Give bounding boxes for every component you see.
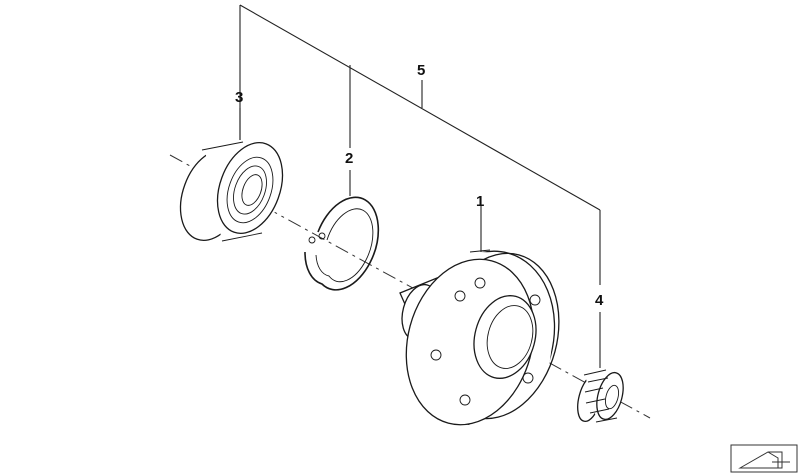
wheel-hub xyxy=(399,249,560,428)
callout-leader-lines xyxy=(239,4,601,368)
next-page-arrow-icon[interactable] xyxy=(730,444,798,473)
callout-label-2: 2 xyxy=(345,150,353,167)
callout-label-4: 4 xyxy=(595,292,604,309)
circlip-ring xyxy=(304,196,380,291)
callout-label-5: 5 xyxy=(417,62,425,79)
wheel-bearing xyxy=(179,140,285,242)
callout-label-3: 3 xyxy=(235,89,243,106)
collar-nut xyxy=(577,369,624,425)
callout-label-1: 1 xyxy=(476,193,484,210)
